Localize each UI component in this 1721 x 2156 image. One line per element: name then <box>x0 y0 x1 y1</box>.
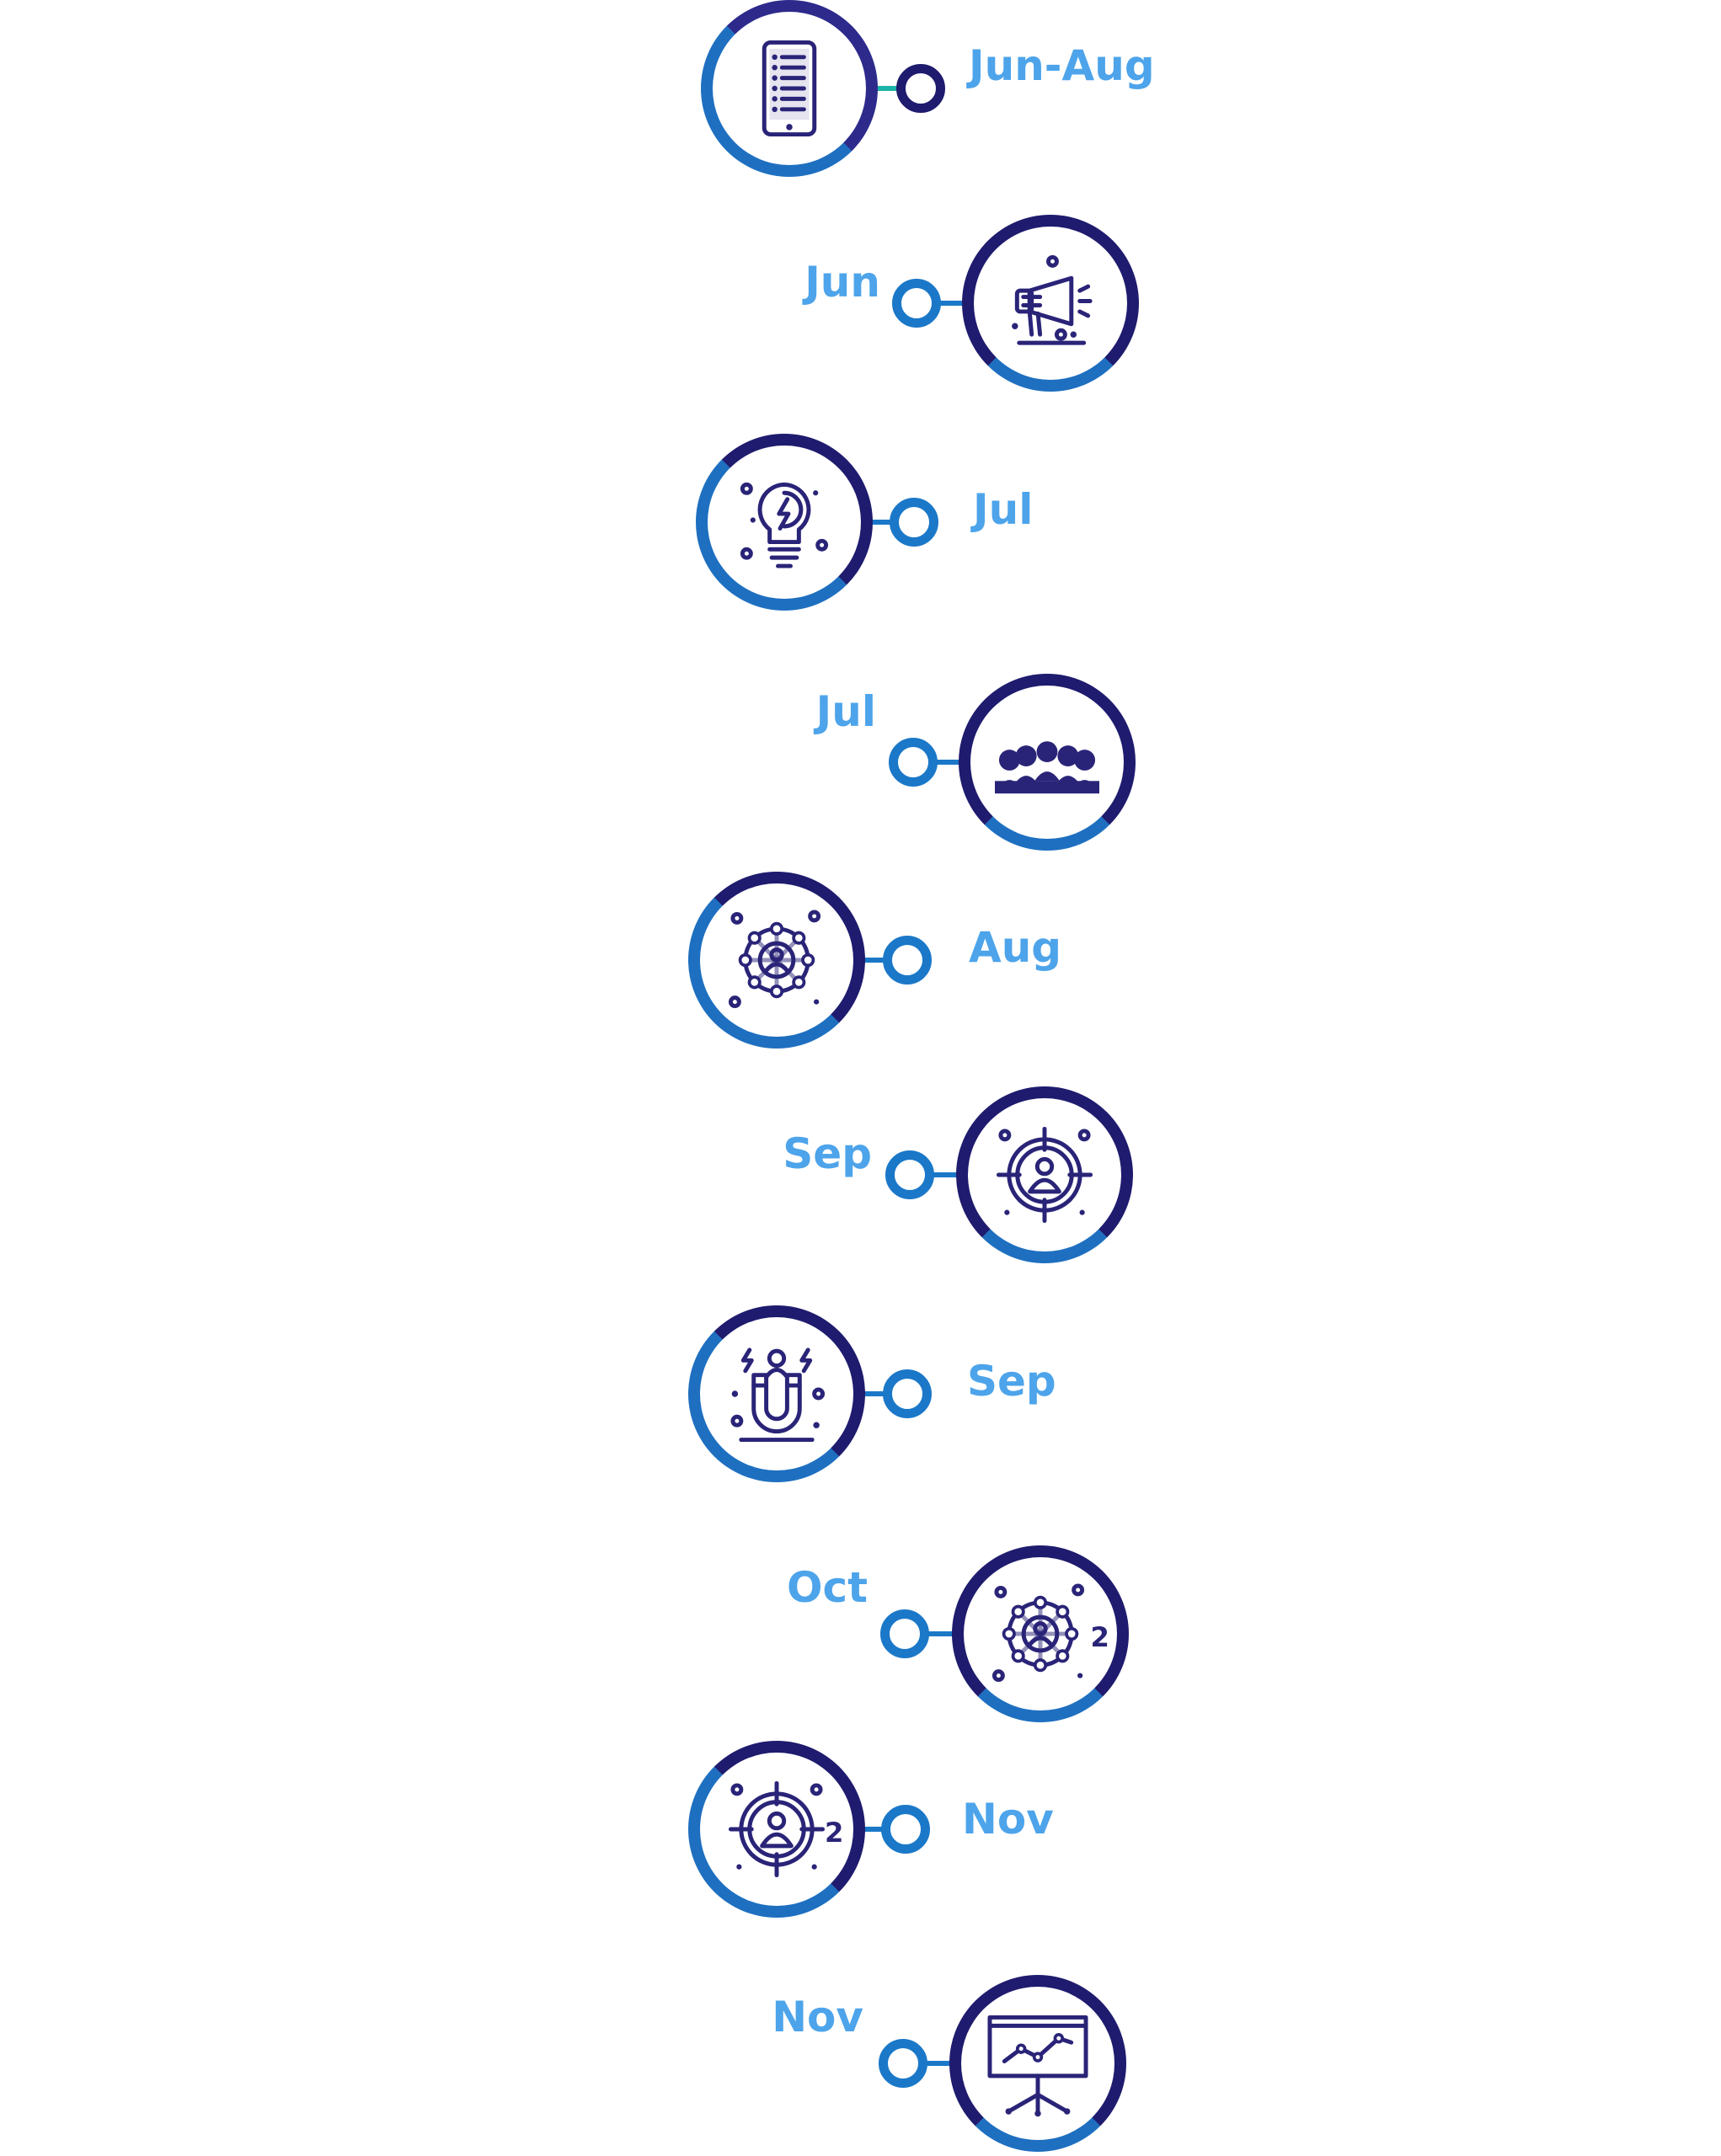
timeline-node <box>892 279 941 328</box>
presentation-chart-icon <box>987 2015 1088 2117</box>
date-label: Jun <box>804 258 880 307</box>
connector-line <box>924 2061 954 2066</box>
svg-text:2: 2 <box>1091 1621 1109 1653</box>
icon-ring <box>962 215 1139 392</box>
connector-line <box>926 1631 957 1636</box>
icon-ring <box>949 1975 1126 2152</box>
icon-ring <box>688 872 865 1049</box>
target-user-2-icon: 2 <box>728 1780 843 1878</box>
timeline-node <box>890 498 938 547</box>
date-label: Oct <box>786 1563 868 1612</box>
smartphone-checklist-icon <box>762 40 817 137</box>
date-label: Jul <box>815 687 876 736</box>
timeline-node <box>881 1805 930 1854</box>
icon-ring <box>696 434 873 611</box>
date-label: Jun-Aug <box>969 41 1155 90</box>
timeline-node <box>880 1609 929 1658</box>
connector-line <box>934 760 964 765</box>
connector-line <box>860 958 886 963</box>
connector-line <box>860 1827 885 1832</box>
icon-ring <box>688 1305 865 1482</box>
timeline-node <box>885 1150 934 1199</box>
date-label: Aug <box>969 923 1062 972</box>
svg-text:2: 2 <box>825 1817 843 1849</box>
lightbulb-idea-icon <box>740 482 829 568</box>
connector-line <box>938 301 967 306</box>
icon-ring <box>956 1086 1133 1263</box>
date-label: Nov <box>772 1993 863 2041</box>
connector-line <box>868 520 893 525</box>
icon-ring <box>701 0 878 177</box>
date-label: Nov <box>962 1795 1054 1844</box>
date-label: Sep <box>967 1357 1056 1406</box>
audience-group-icon <box>995 741 1099 794</box>
network-user-2-icon: 2 <box>991 1583 1109 1683</box>
date-label: Sep <box>783 1129 872 1178</box>
date-label: Jul <box>973 485 1034 534</box>
connector-line <box>860 1391 886 1396</box>
network-user-icon <box>728 910 821 1009</box>
timeline-node <box>896 64 945 113</box>
connector-line <box>873 86 900 91</box>
timeline-node <box>883 1369 932 1418</box>
magnet-user-icon <box>730 1348 826 1443</box>
target-user-icon <box>996 1126 1093 1224</box>
icon-ring: 2 <box>952 1545 1129 1722</box>
timeline-node <box>889 738 938 787</box>
timeline-node <box>883 936 932 985</box>
timeline-node <box>879 2039 927 2088</box>
connector-line <box>931 1172 961 1177</box>
megaphone-icon <box>1012 254 1093 345</box>
icon-ring: 2 <box>688 1741 865 1918</box>
icon-ring <box>959 674 1136 851</box>
